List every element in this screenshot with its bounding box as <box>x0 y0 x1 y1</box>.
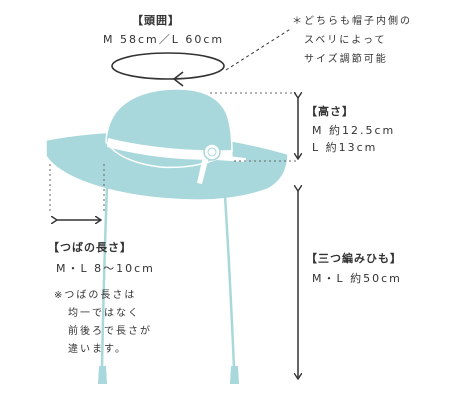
note-leader-line <box>225 27 293 71</box>
hat-emblem-inner <box>207 147 217 157</box>
braid-cord-left <box>100 185 109 369</box>
hat-ribbon-tail <box>216 155 246 162</box>
head-circumference-arrow-icon <box>172 71 184 87</box>
height-l-value: L 約13cm <box>312 141 378 154</box>
hat-emblem-icon <box>203 143 221 161</box>
brim-note-line: 前後ろで長さが <box>68 326 152 337</box>
note-inside-line: スベリによって <box>304 35 387 46</box>
braid-cord-right <box>223 195 236 369</box>
braid-tassel-right <box>230 366 239 384</box>
braid-size-value: M・L 約50cm <box>312 272 402 285</box>
braid-tassel-left <box>98 366 107 384</box>
head-circumference-ellipse <box>111 52 225 80</box>
brim-note-line: 均一ではなく <box>68 308 140 319</box>
note-inside-line: サイズ調節可能 <box>304 54 388 65</box>
brim-note-line: 違います。 <box>68 344 127 355</box>
height-m-value: M 約12.5cm <box>312 124 396 137</box>
hat-ribbon <box>107 138 233 160</box>
head-size-value: M 58cm／L 60cm <box>103 33 225 46</box>
brim-note-line: ※つばの長さは <box>54 290 137 301</box>
brim-title: 【つばの長さ】 <box>48 241 132 254</box>
height-title: 【高さ】 <box>306 105 354 118</box>
brim-size-value: M・L 8～10cm <box>56 262 155 275</box>
head-size-title: 【頭囲】 <box>132 14 180 27</box>
braid-title: 【三つ編みひも】 <box>306 252 402 265</box>
note-inside-line: ＊どちらも帽子内側の <box>292 16 412 27</box>
hat-ribbon-tail <box>197 156 209 184</box>
